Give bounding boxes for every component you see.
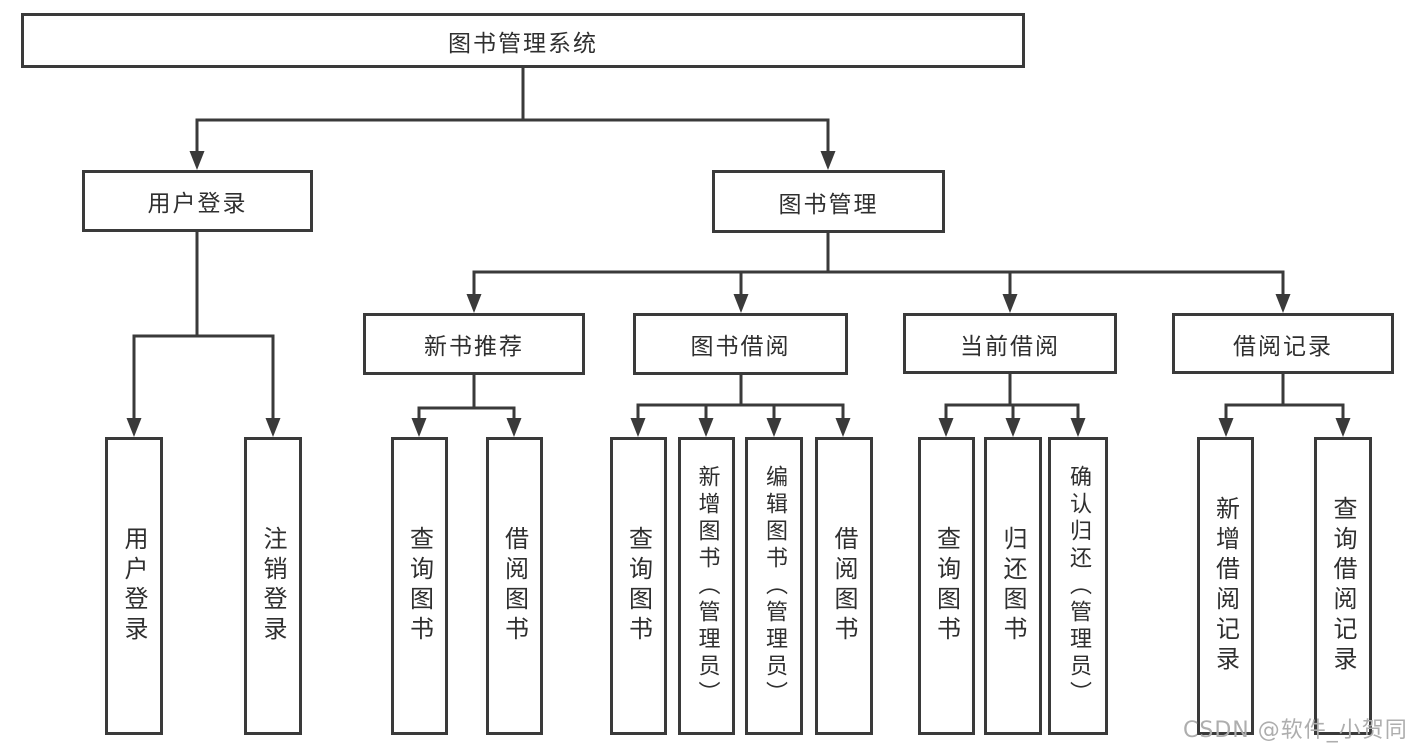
leaf-label: 借阅图书 (500, 526, 529, 646)
arrow-icon (265, 418, 281, 437)
arrow-icon (411, 418, 427, 437)
leaf-query-books-2: 查询图书 (610, 437, 667, 735)
node-user-login: 用户登录 (82, 170, 313, 232)
connector-book-management (472, 231, 1285, 301)
arrow-icon (1335, 418, 1351, 437)
leaf-return-book: 归还图书 (984, 437, 1042, 735)
leaf-label: 注销登录 (259, 526, 287, 646)
leaf-user-login: 用户登录 (105, 437, 163, 735)
node-book-borrow: 图书借阅 (633, 313, 848, 375)
node-current-borrow: 当前借阅 (903, 313, 1117, 374)
leaf-label: 查询图书 (405, 526, 434, 646)
arrow-icon (835, 418, 851, 437)
arrow-icon (466, 294, 482, 313)
leaf-label: 借阅图书 (830, 526, 858, 646)
leaf-add-book-admin: 新增图书（管理员） (678, 437, 735, 735)
arrow-icon (1218, 418, 1234, 437)
leaf-query-borrow-record: 查询借阅记录 (1314, 437, 1372, 735)
leaf-label: 用户登录 (120, 526, 148, 646)
arrow-icon (820, 151, 836, 170)
arrow-icon (630, 418, 646, 437)
arrow-icon (938, 418, 954, 437)
connector-root (195, 66, 830, 158)
connector-new-book-recommend (417, 373, 516, 425)
leaf-label: 新增图书（管理员） (694, 464, 720, 708)
csdn-watermark: CSDN @软件_小贺同学 (1183, 718, 1405, 743)
node-new-book-recommend: 新书推荐 (363, 313, 585, 375)
leaf-query-books-3: 查询图书 (918, 437, 975, 735)
arrow-icon (126, 418, 142, 437)
arrow-icon (1005, 418, 1021, 437)
arrow-icon (698, 418, 714, 437)
leaf-add-borrow-record: 新增借阅记录 (1197, 437, 1254, 735)
leaf-label: 编辑图书（管理员） (762, 464, 787, 708)
leaf-borrow-books-2: 借阅图书 (815, 437, 873, 735)
arrow-icon (189, 151, 205, 170)
arrow-icon (1275, 294, 1291, 313)
leaf-confirm-return-admin: 确认归还（管理员） (1048, 437, 1108, 735)
leaf-label: 确认归还（管理员） (1066, 464, 1091, 708)
connector-borrow-records (1224, 372, 1345, 425)
leaf-label: 新增借阅记录 (1211, 496, 1240, 676)
arrow-icon (1002, 294, 1018, 313)
connector-current-borrow (944, 372, 1080, 425)
arrow-icon (1070, 418, 1086, 437)
node-book-management: 图书管理 (712, 170, 945, 233)
connector-user-login (132, 230, 275, 425)
leaf-borrow-books-1: 借阅图书 (486, 437, 543, 735)
connector-book-borrow (636, 373, 845, 425)
arrow-icon (766, 418, 782, 437)
node-borrow-records: 借阅记录 (1172, 313, 1394, 374)
leaf-edit-book-admin: 编辑图书（管理员） (745, 437, 803, 735)
leaf-label: 查询借阅记录 (1329, 496, 1357, 676)
arrow-icon (733, 294, 749, 313)
leaf-label: 归还图书 (999, 526, 1027, 646)
node-root: 图书管理系统 (21, 13, 1025, 68)
leaf-label: 查询图书 (932, 526, 961, 646)
leaf-label: 查询图书 (624, 526, 653, 646)
arrow-icon (506, 418, 522, 437)
leaf-query-books-1: 查询图书 (391, 437, 448, 735)
leaf-logout: 注销登录 (244, 437, 302, 735)
